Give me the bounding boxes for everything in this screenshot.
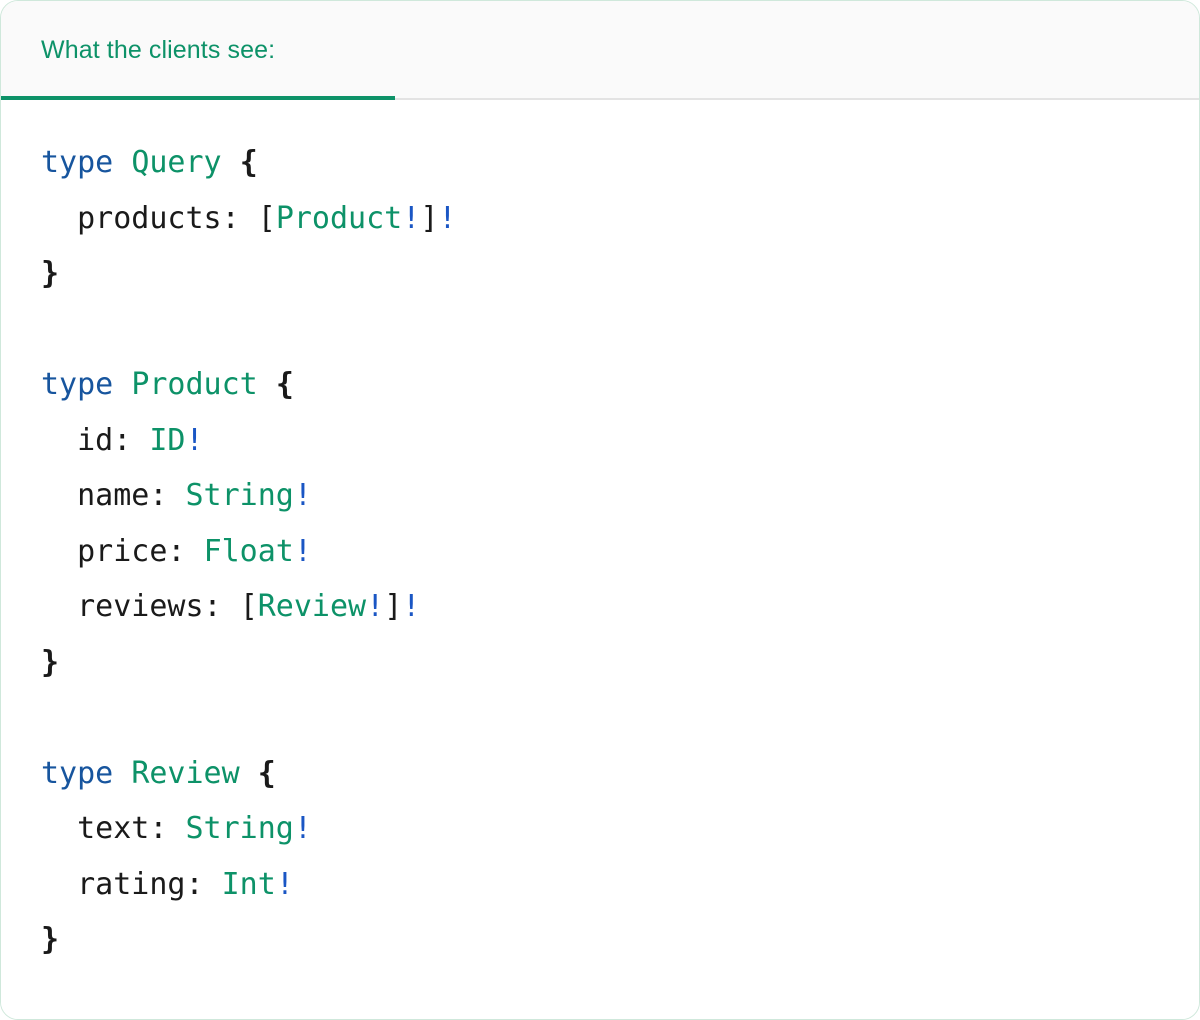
code-token-bang: !	[275, 866, 294, 902]
code-token-plain	[113, 145, 131, 180]
code-token-type: ID	[149, 422, 186, 458]
code-token-brace: }	[41, 256, 60, 291]
code-token-type: Query	[131, 145, 222, 180]
code-token-type: Int	[221, 866, 276, 902]
code-line-blank	[41, 302, 1199, 358]
code-line: reviews: [Review!]!	[41, 579, 1199, 635]
code-token-bracket: [	[239, 589, 258, 624]
tab-strip-baseline	[1, 98, 1199, 100]
code-token-plain	[258, 367, 276, 402]
code-token-plain	[222, 145, 240, 180]
code-token-field: text:	[41, 811, 186, 846]
code-token-type: Review	[131, 755, 240, 791]
code-token-field: price:	[41, 533, 204, 569]
code-token-keyword: type	[41, 145, 114, 180]
code-token-type: String	[185, 478, 294, 513]
code-token-bang: !	[402, 200, 421, 236]
code-token-brace: }	[41, 922, 60, 957]
code-token-bracket: [	[257, 200, 276, 236]
tab-active-underline	[1, 96, 395, 100]
code-line: products: [Product!]!	[41, 191, 1199, 247]
code-token-keyword: type	[41, 367, 114, 402]
code-token-bang: !	[402, 589, 421, 624]
code-token-brace: }	[41, 644, 60, 680]
code-token-plain	[113, 367, 131, 402]
code-token-brace: {	[275, 367, 294, 402]
code-token-bang: !	[366, 589, 385, 624]
tab-strip: What the clients see:	[1, 1, 1199, 100]
code-token-plain	[113, 756, 131, 791]
code-token-field: rating:	[41, 866, 222, 902]
code-token-type: String	[185, 811, 294, 846]
code-line: rating: Int!	[41, 857, 1199, 913]
code-line: }	[41, 912, 1199, 968]
code-token-bang: !	[438, 200, 457, 236]
code-line: type Review {	[41, 746, 1199, 802]
code-line: type Product {	[41, 357, 1199, 413]
code-line: text: String!	[41, 801, 1199, 857]
code-token-brace: {	[257, 755, 276, 791]
graphql-schema-code[interactable]: type Query { products: [Product!]!} type…	[1, 135, 1199, 968]
code-line-blank	[41, 690, 1199, 746]
code-token-field: products:	[41, 200, 258, 236]
code-token-brace: {	[239, 145, 258, 180]
code-line: type Query {	[41, 135, 1199, 191]
code-token-type: Product	[275, 200, 403, 236]
code-line: }	[41, 635, 1199, 691]
code-token-plain	[240, 756, 258, 791]
code-line: id: ID!	[41, 413, 1199, 469]
code-token-keyword: type	[41, 755, 114, 791]
code-token-field: id:	[41, 422, 150, 458]
code-line: name: String!	[41, 468, 1199, 524]
code-token-field: name:	[41, 478, 186, 513]
code-token-bang: !	[293, 478, 312, 513]
code-token-bang: !	[293, 533, 312, 569]
tab-label: What the clients see:	[41, 36, 276, 64]
code-token-bracket: ]	[384, 589, 403, 624]
code-line: price: Float!	[41, 524, 1199, 580]
code-token-field: reviews:	[41, 589, 240, 624]
code-token-bang: !	[185, 422, 204, 458]
code-pane[interactable]: type Query { products: [Product!]!} type…	[1, 100, 1199, 1019]
code-token-bang: !	[293, 811, 312, 846]
code-token-type: Float	[203, 533, 294, 569]
code-token-type: Product	[131, 367, 258, 402]
code-token-type: Review	[257, 589, 367, 624]
tab-what-the-clients-see[interactable]: What the clients see:	[1, 1, 395, 100]
code-line: }	[41, 246, 1199, 302]
code-token-bracket: ]	[420, 200, 439, 236]
